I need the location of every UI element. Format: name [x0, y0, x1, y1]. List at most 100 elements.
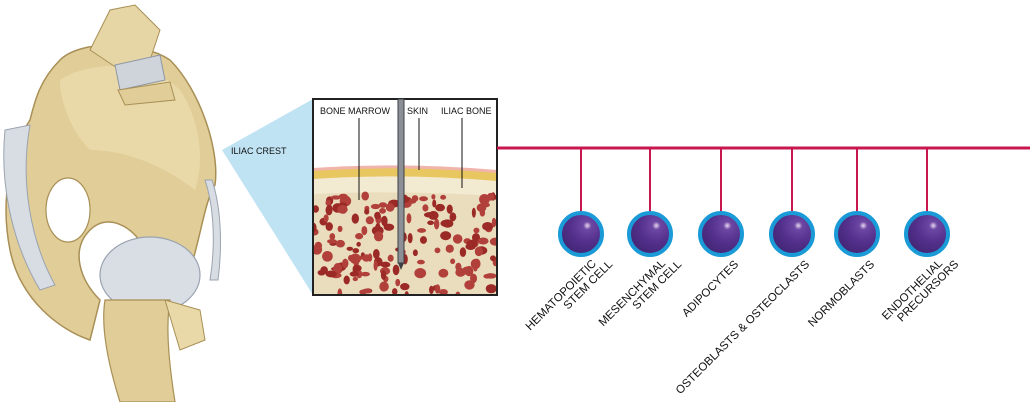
cell-label: NORMOBLASTS — [806, 258, 877, 329]
marrow-cell — [455, 267, 466, 277]
cell-icon — [904, 211, 950, 257]
marrow-cell — [355, 233, 364, 240]
marrow-cell — [439, 288, 448, 295]
marrow-cell — [395, 278, 401, 287]
marrow-cell — [322, 250, 333, 262]
marrow-cell — [349, 253, 361, 265]
marrow-cell — [446, 204, 453, 214]
marrow-cell — [416, 259, 425, 265]
marrow-cell — [434, 247, 441, 254]
cell-icon — [769, 211, 815, 257]
marrow-cell — [364, 208, 370, 215]
marrow-cell — [471, 207, 476, 218]
marrow-cell — [313, 205, 319, 213]
marrow-cell — [370, 203, 381, 210]
marrow-cell — [352, 264, 362, 272]
marrow-cell — [314, 241, 323, 250]
marrow-cell — [433, 218, 440, 230]
marrow-cell — [407, 233, 413, 244]
iliac-crest-label: ILIAC CREST — [231, 146, 287, 156]
bone-marrow-label: BONE MARROW — [320, 106, 391, 116]
marrow-cell — [391, 288, 398, 295]
marrow-cell — [417, 228, 427, 233]
marrow-cell — [349, 271, 360, 277]
cell-icon — [558, 211, 604, 257]
marrow-cell — [342, 258, 349, 269]
cell-type-3: OSTEOBLASTS & OSTEOCLASTS — [674, 148, 815, 397]
marrow-cell — [380, 270, 387, 280]
cell-label: ENDOTHELIAL PRECURSORS — [880, 250, 961, 331]
marrow-cell — [482, 222, 494, 231]
marrow-cell — [392, 264, 400, 276]
marrow-cells — [313, 191, 497, 295]
marrow-cell — [452, 234, 463, 244]
marrow-cell — [325, 270, 337, 278]
marrow-cell — [408, 198, 417, 204]
marrow-cell — [440, 219, 453, 228]
marrow-cell — [476, 203, 487, 213]
marrow-cell — [459, 247, 467, 257]
marrow-cell — [328, 204, 333, 214]
iliac-crest-callout — [222, 99, 313, 295]
marrow-cell — [372, 248, 380, 260]
cell-type-2: ADIPOCYTES — [680, 148, 744, 320]
marrow-cell — [449, 212, 457, 222]
marrow-cell — [323, 214, 329, 222]
marrow-cell — [424, 212, 436, 218]
marrow-cell — [347, 254, 353, 262]
marrow-cell — [352, 248, 360, 254]
iliac-bone-label: ILIAC BONE — [441, 106, 492, 116]
marrow-cell — [360, 271, 370, 277]
marrow-cell — [385, 203, 395, 212]
cell-icon — [698, 211, 744, 257]
cell-label: ADIPOCYTES — [680, 258, 741, 319]
cell-label: HEMATOPOIETIC STEM CELL — [524, 250, 616, 342]
marrow-cell — [434, 284, 441, 294]
marrow-cell — [450, 258, 456, 265]
marrow-cell — [346, 246, 354, 251]
marrow-cell — [317, 269, 326, 276]
marrow-cell — [440, 194, 447, 200]
marrow-cell — [445, 244, 454, 253]
marrow-cell — [356, 269, 363, 279]
marrow-cell — [383, 223, 395, 231]
cell-label: OSTEOBLASTS & OSTEOCLASTS — [674, 258, 812, 396]
marrow-cell — [379, 281, 389, 292]
marrow-cell — [422, 204, 429, 212]
marrow-cell — [412, 249, 418, 257]
marrow-cell — [325, 199, 331, 206]
marrow-cell — [474, 246, 483, 257]
marrow-cell — [338, 193, 348, 199]
marrow-cell — [329, 233, 336, 240]
marrow-cell — [464, 280, 475, 290]
marrow-cell — [438, 268, 449, 278]
cell-type-5: ENDOTHELIAL PRECURSORS — [880, 148, 961, 331]
cell-icon — [834, 211, 880, 257]
marrow-cell — [429, 285, 434, 295]
marrow-cell — [335, 239, 346, 248]
marrow-cell — [356, 241, 361, 247]
marrow-cell — [380, 261, 391, 268]
marrow-cell — [378, 202, 388, 208]
marrow-cell — [440, 231, 452, 241]
marrow-cell — [419, 196, 428, 202]
marrow-cell — [343, 275, 350, 285]
marrow-cell — [414, 267, 427, 279]
cell-type-1: MESENCHYMAL STEM CELL — [597, 148, 685, 329]
marrow-cell — [470, 258, 481, 270]
cell-type-4: NORMOBLASTS — [806, 148, 880, 329]
cell-icon — [627, 211, 673, 257]
marrow-cell — [337, 205, 348, 214]
bone-marrow-inset: BONE MARROW SKIN ILIAC BONE — [312, 98, 498, 296]
marrow-cell — [337, 288, 343, 295]
marrow-cell — [361, 191, 370, 201]
marrow-cell — [387, 254, 394, 262]
marrow-cell — [381, 215, 388, 227]
marrow-cell — [373, 231, 384, 242]
marrow-cell — [489, 237, 497, 246]
marrow-cell — [435, 203, 446, 212]
marrow-cell — [491, 217, 497, 228]
marrow-cell — [379, 207, 387, 214]
marrow-cell — [432, 199, 437, 208]
